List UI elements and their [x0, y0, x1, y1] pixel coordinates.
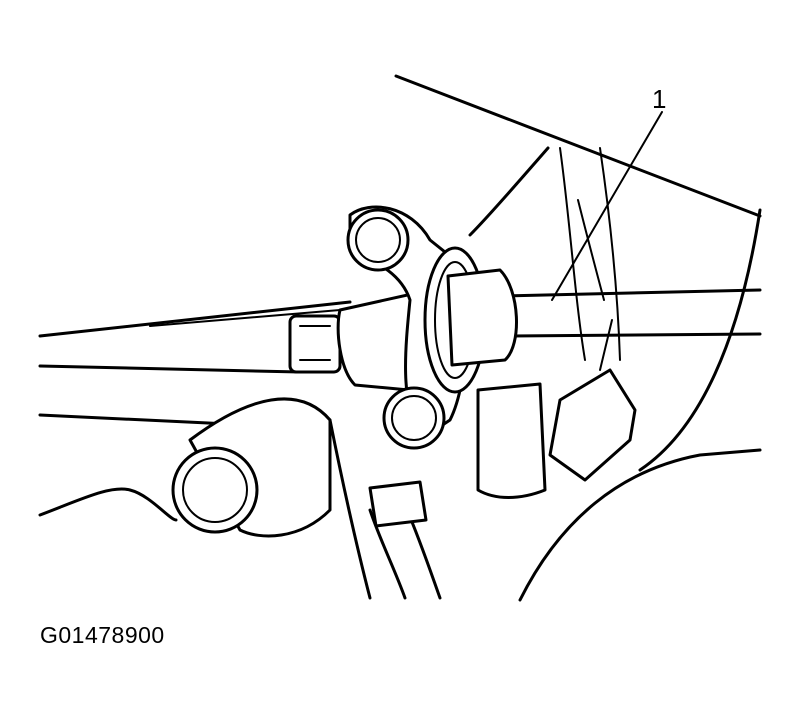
- vertical-hose-detail: [577, 199, 605, 301]
- sensor-nose: [446, 268, 518, 367]
- hose-clamp-detail: [299, 325, 331, 361]
- hose-clamp: [288, 314, 342, 374]
- lower-bolt-head: [391, 395, 437, 441]
- left-pipe-bottom: [38, 364, 302, 374]
- lower-hose: [368, 508, 407, 600]
- large-bolt: [171, 446, 259, 534]
- background-part-outline: [518, 448, 762, 602]
- callout-label-1: 1: [652, 84, 667, 114]
- lower-hose-clip: [368, 480, 428, 528]
- left-pipe-top: [38, 300, 352, 338]
- callout-leader-line: [551, 111, 663, 301]
- upper-bolt-head: [355, 217, 401, 263]
- figure-code: G01478900: [40, 622, 165, 648]
- connector-lead: [599, 319, 613, 371]
- right-tube-top: [498, 288, 762, 298]
- upper-diagonal-edge: [394, 74, 762, 218]
- left-bracket-outline: [328, 418, 372, 600]
- left-pipe-inner: [149, 309, 341, 327]
- lower-boss: [476, 382, 547, 499]
- electrical-connector: [548, 368, 637, 482]
- vertical-hose-left: [559, 147, 586, 361]
- lower-frame-line-2: [38, 487, 178, 522]
- large-bolt-head: [182, 457, 248, 523]
- body-contour-lower: [638, 208, 762, 472]
- body-contour-upper: [468, 146, 550, 237]
- right-tube-bottom: [508, 332, 762, 338]
- vertical-hose-right: [599, 147, 621, 361]
